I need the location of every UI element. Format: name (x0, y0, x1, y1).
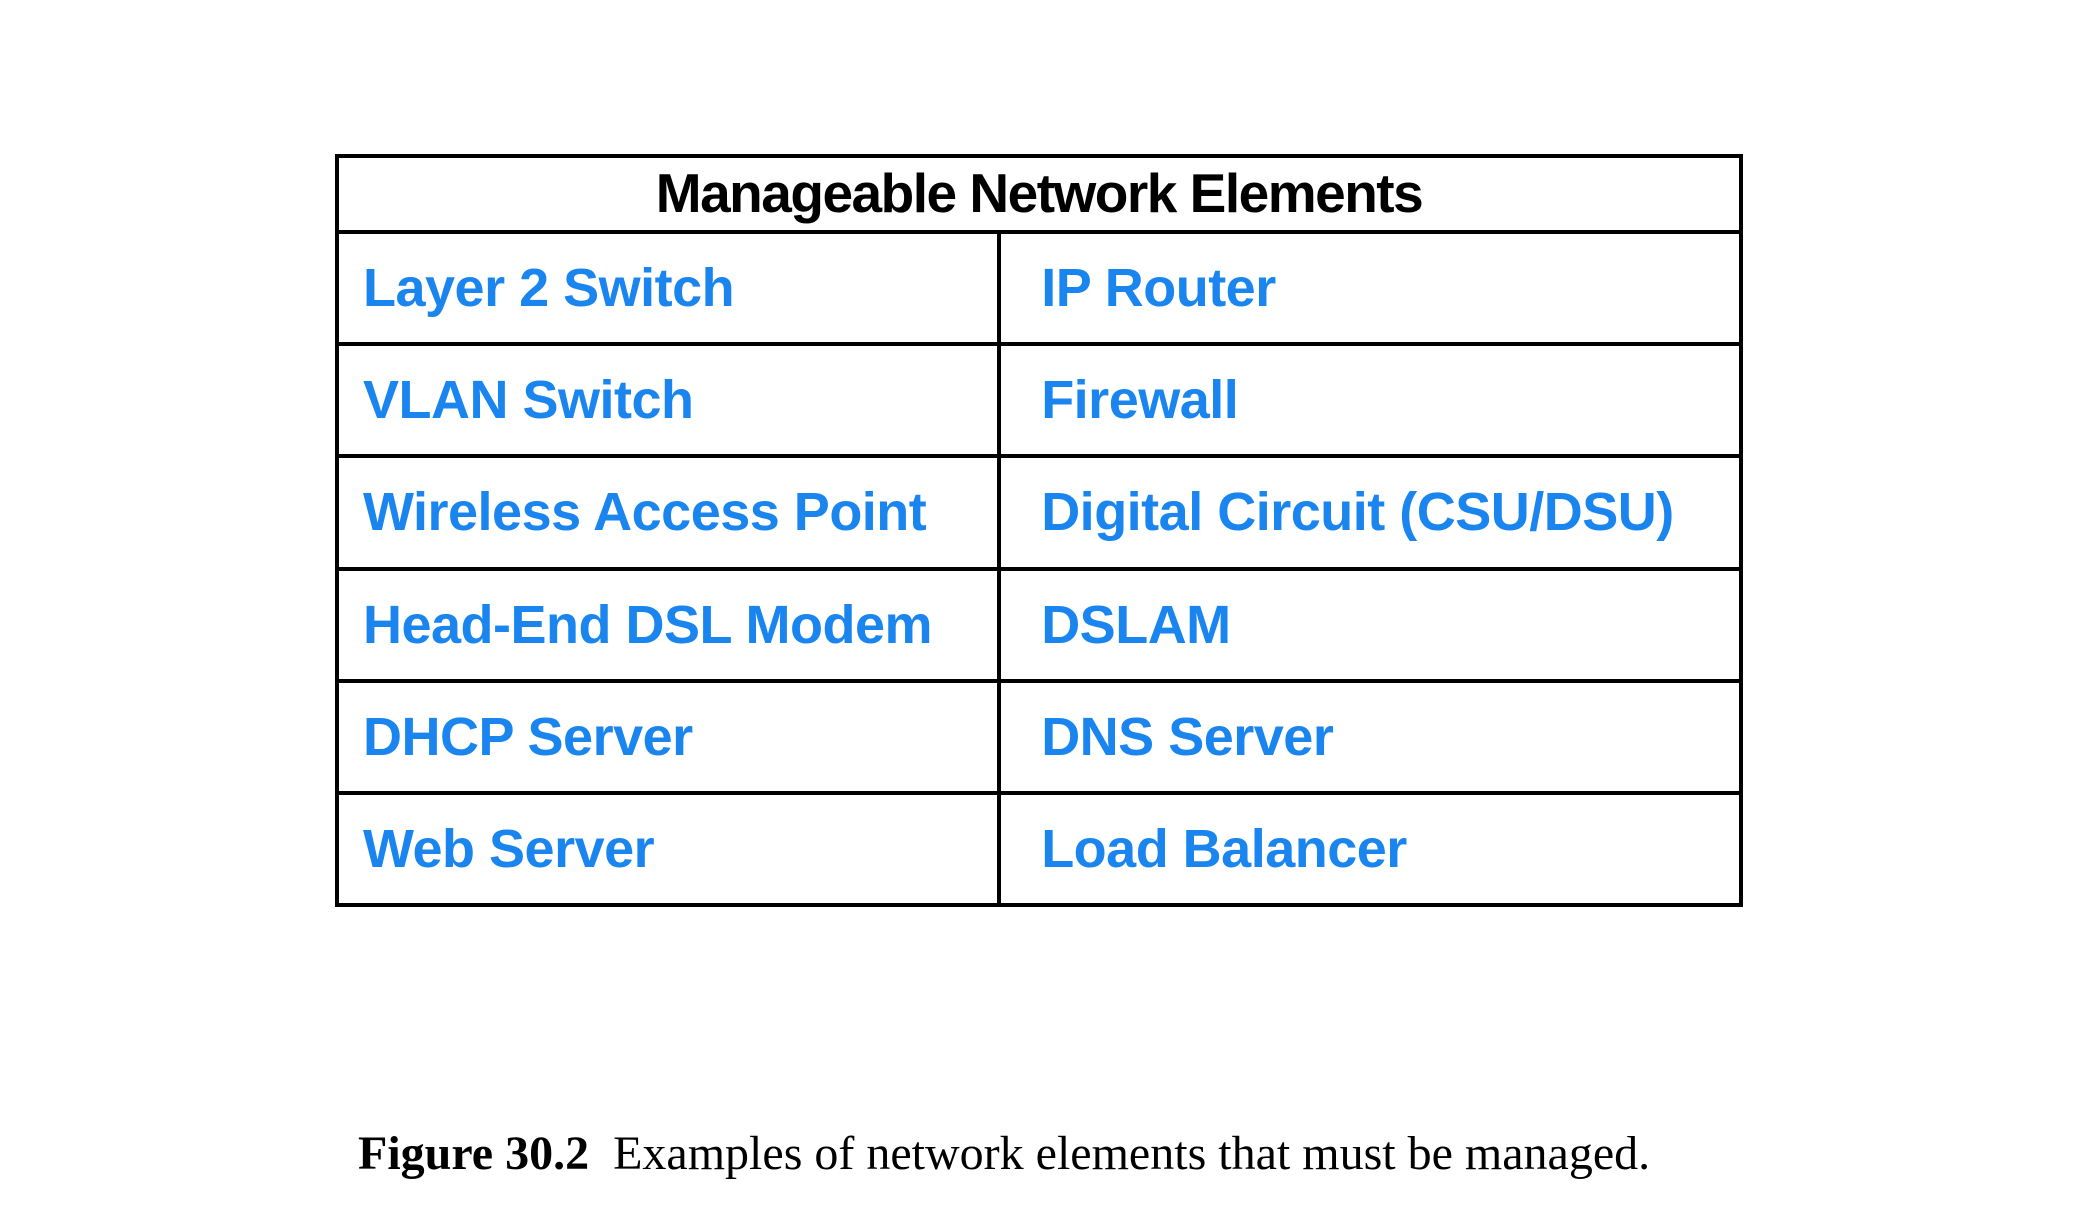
table-cell-left: Web Server (339, 794, 1002, 904)
manageable-elements-table: Manageable Network Elements Layer 2 Swit… (335, 154, 1743, 907)
table-row: Wireless Access Point Digital Circuit (C… (339, 458, 1739, 571)
table-row: Head-End DSL Modem DSLAM (339, 570, 1739, 683)
table-cell-right: DSLAM (1041, 594, 1231, 655)
table-cell-left: DHCP Server (339, 682, 1002, 791)
table-cell-right: IP Router (1041, 258, 1276, 319)
table-cell-left: Wireless Access Point (339, 458, 1002, 567)
table-cell-right: Firewall (1041, 370, 1239, 431)
table-title: Manageable Network Elements (339, 158, 1739, 234)
figure-caption: Figure 30.2 Examples of network elements … (358, 1126, 1858, 1181)
table-cell-left: VLAN Switch (339, 346, 1002, 455)
figure-caption-label: Figure 30.2 (358, 1127, 590, 1180)
table-row: Web Server Load Balancer (339, 794, 1739, 904)
table-cell-right: DNS Server (1041, 706, 1334, 767)
table-cell-right: Load Balancer (1041, 818, 1407, 879)
table-cell-right: Digital Circuit (CSU/DSU) (1041, 482, 1674, 543)
table-row: Layer 2 Switch IP Router (339, 234, 1739, 347)
table-body: Layer 2 Switch IP Router VLAN Switch Fir… (339, 234, 1739, 904)
table-row: DHCP Server DNS Server (339, 682, 1739, 795)
table-cell-left: Head-End DSL Modem (339, 570, 1002, 679)
figure-caption-text: Examples of network elements that must b… (613, 1127, 1651, 1180)
table-row: VLAN Switch Firewall (339, 346, 1739, 459)
table-cell-left: Layer 2 Switch (339, 234, 1002, 343)
